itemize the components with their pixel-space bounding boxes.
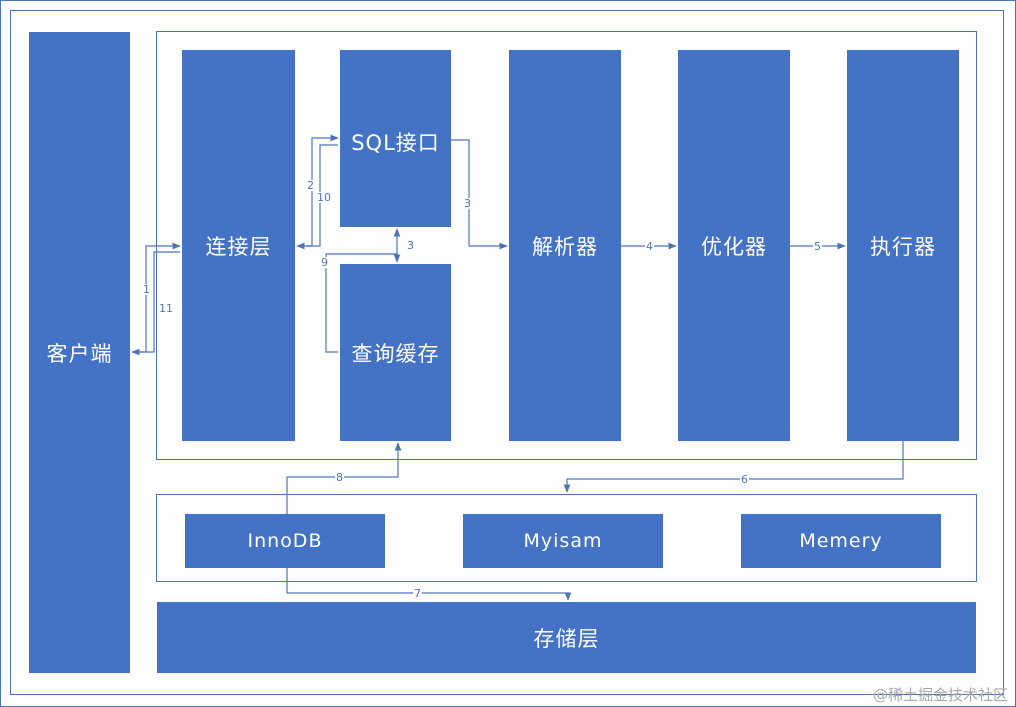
sql-interface-block: SQL接口	[340, 50, 451, 227]
step-label-4: 4	[645, 240, 654, 253]
step-label-11: 11	[158, 302, 174, 315]
step-label-10: 10	[316, 191, 332, 204]
step-label-9: 9	[320, 256, 329, 269]
optimizer-block: 优化器	[678, 50, 790, 441]
step-label-7: 7	[413, 587, 422, 600]
arrow-step-7	[286, 568, 572, 601]
step-label-6: 6	[740, 473, 749, 486]
arrow-step-6	[563, 441, 904, 493]
parser-block: 解析器	[509, 50, 621, 441]
watermark: @稀土掘金技术社区	[872, 686, 1008, 704]
query-cache-block: 查询缓存	[340, 264, 451, 441]
executor-block: 执行器	[847, 50, 959, 441]
innodb-block: InnoDB	[185, 514, 385, 568]
step-label-2: 2	[306, 179, 315, 192]
memery-block: Memery	[741, 514, 941, 568]
step-label-3-cache: 3	[407, 239, 414, 252]
storage-layer-block: 存储层	[157, 602, 976, 673]
inner-frame	[10, 10, 1004, 695]
myisam-block: Myisam	[463, 514, 663, 568]
arrow-step-1	[138, 242, 181, 353]
step-label-5: 5	[813, 240, 822, 253]
step-label-8: 8	[335, 471, 344, 484]
connection-layer-block: 连接层	[182, 50, 295, 441]
client-block: 客户端	[29, 32, 130, 673]
arrow-step-3-parser	[451, 139, 508, 250]
engine-layer-frame	[156, 494, 977, 582]
step-label-1: 1	[142, 283, 151, 296]
arrow-step-11	[131, 251, 180, 356]
step-label-3-parser: 3	[463, 197, 472, 210]
arrow-step-9	[325, 253, 397, 353]
